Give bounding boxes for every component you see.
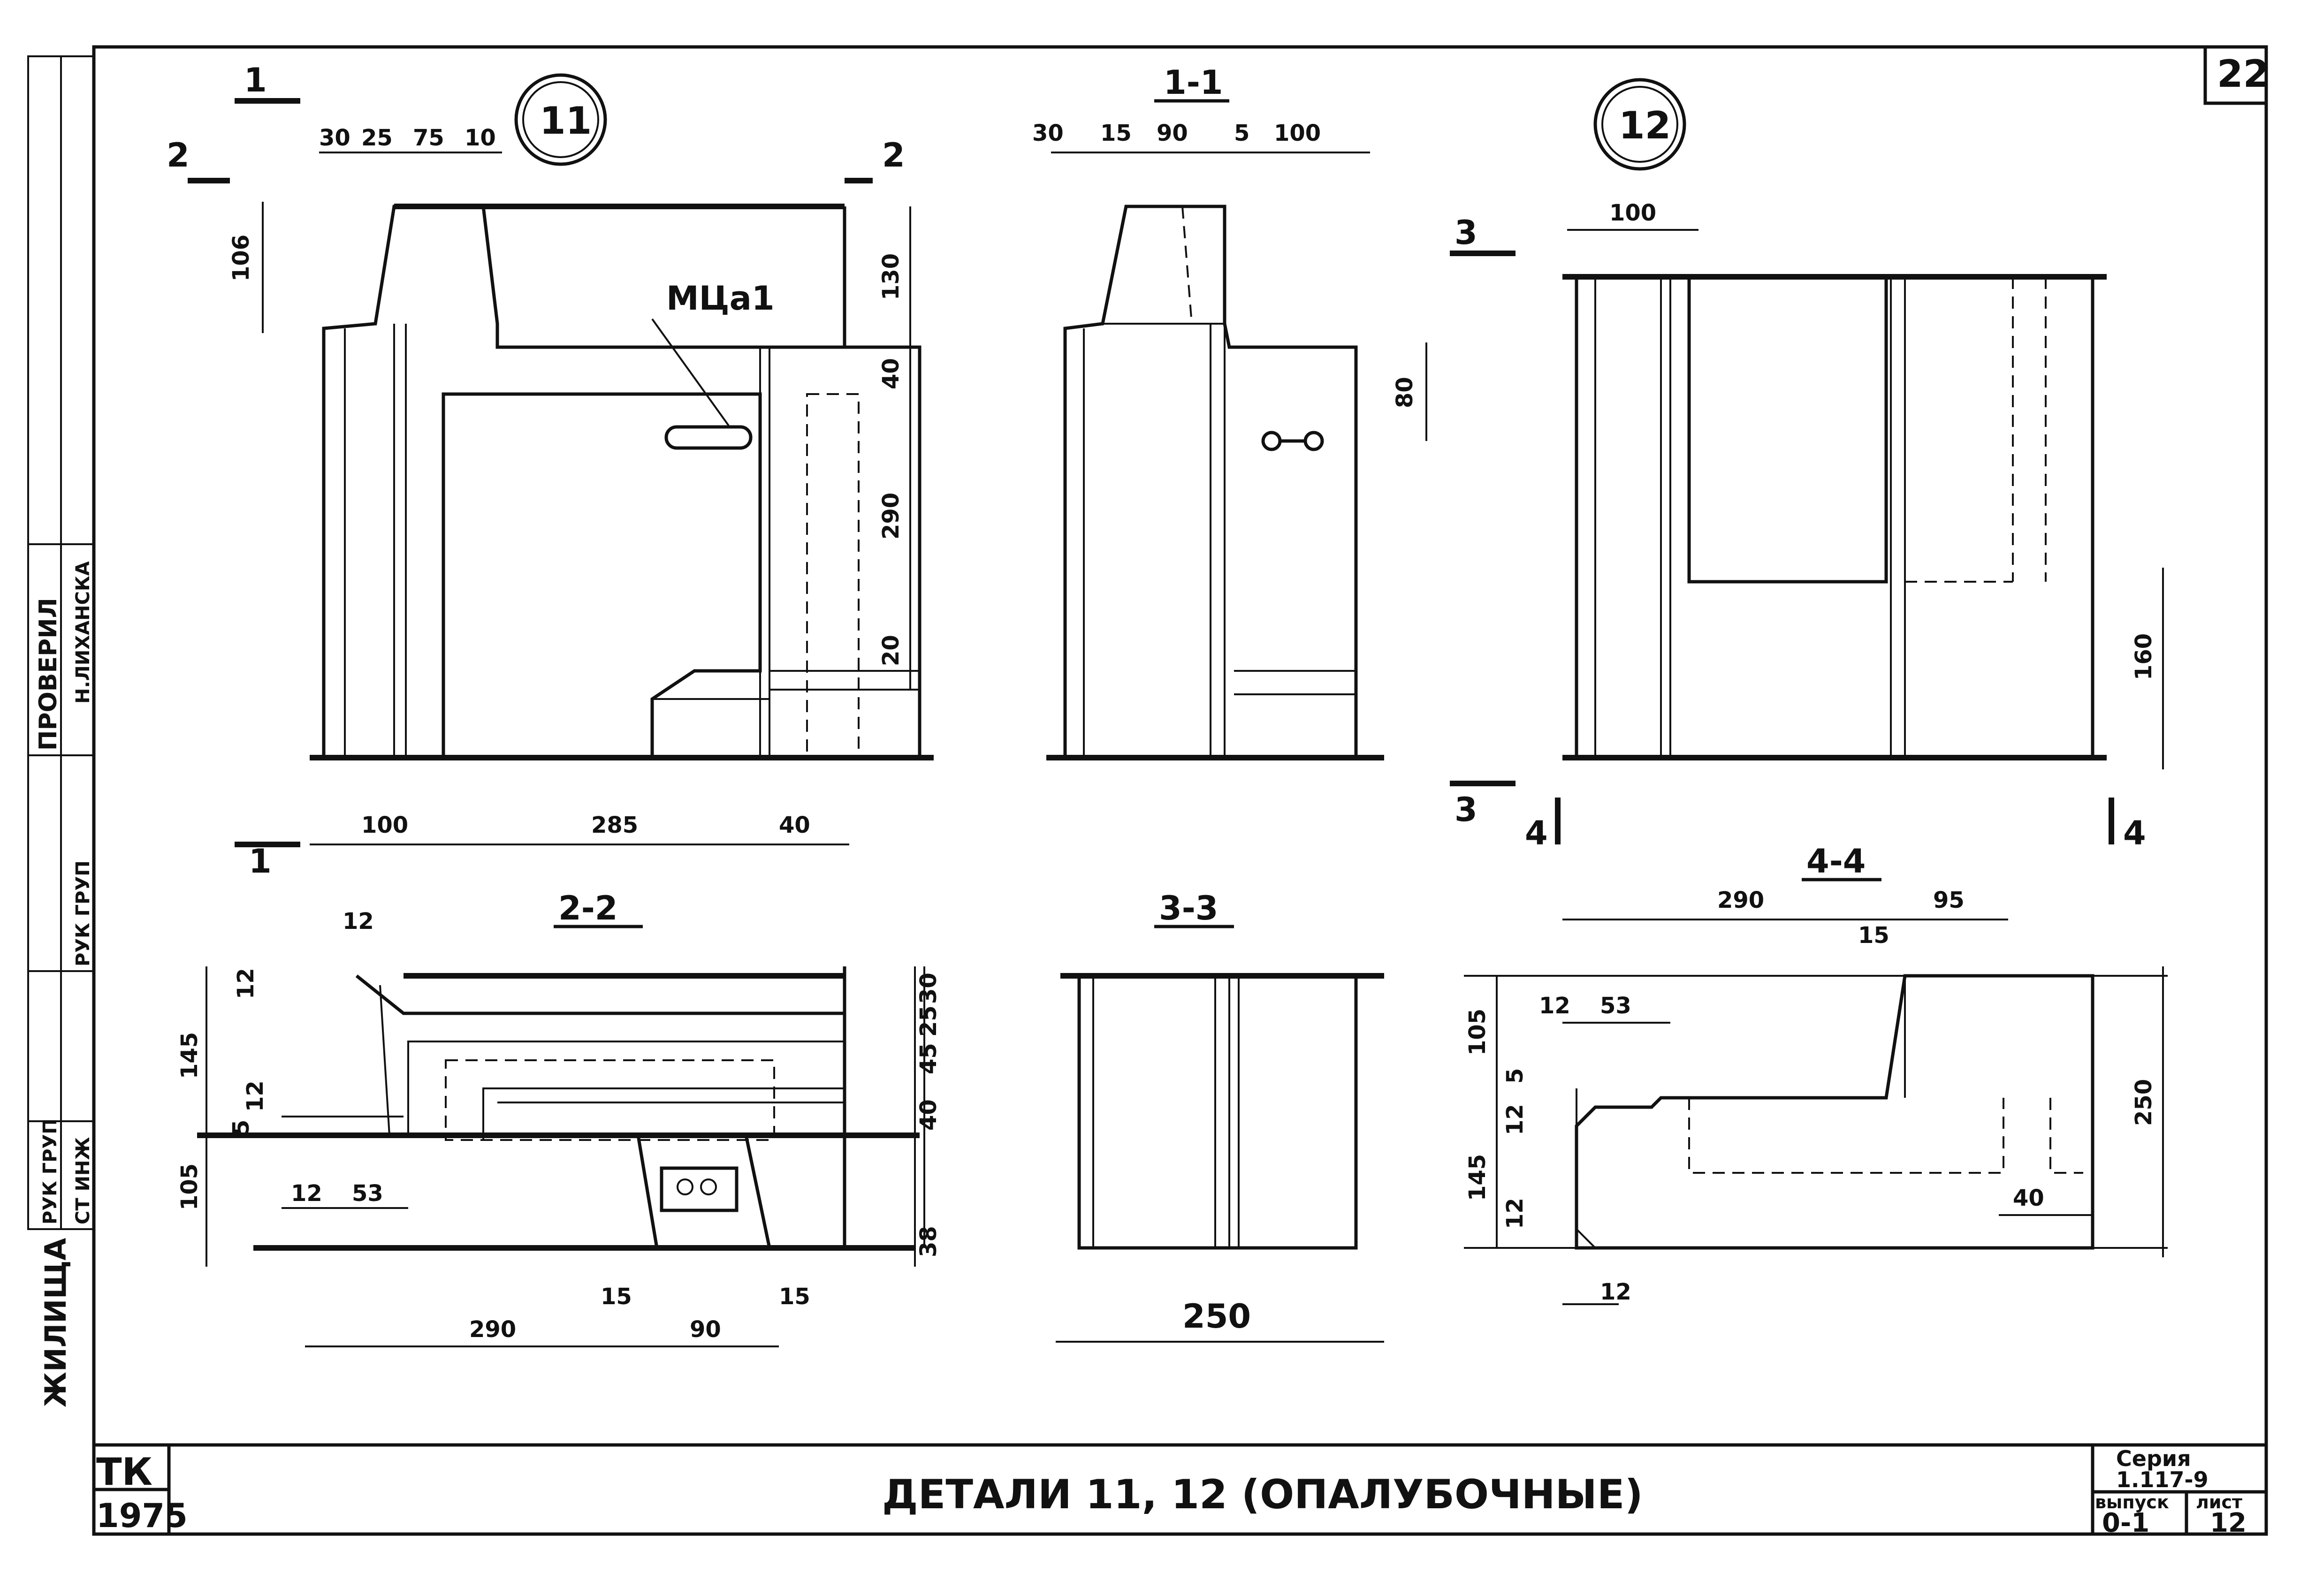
cut-mark-1-bottom: 1 (249, 842, 272, 881)
dim-s44-top-3: 15 (1858, 922, 1889, 949)
detail-11-number: 11 (540, 99, 592, 143)
cut-mark-3-bottom: 3 (1455, 790, 1477, 829)
stamp-checker: Н.ЛИХАНСКА (72, 561, 94, 704)
section-1-1-title: 1-1 (1164, 63, 1223, 102)
stamp-head-group: РУК ГРУП (39, 1118, 61, 1224)
dim-11-bottom-2: 285 (591, 812, 638, 838)
dim-s11-top-3: 90 (1157, 120, 1188, 146)
title-block: ТК 1975 ДЕТАЛИ 11, 12 (ОПАЛУБОЧНЫЕ) Сери… (96, 1446, 2247, 1538)
title-org: ТК (96, 1450, 152, 1494)
dim-s44-left-2: 5 (1502, 1068, 1528, 1084)
dim-s22-left-2: 105 (176, 1163, 203, 1210)
dim-s44-left-4: 145 (1464, 1154, 1491, 1201)
dim-11-right-4: 20 (878, 635, 904, 666)
dim-s44-left-5: 12 (1502, 1198, 1528, 1229)
dim-11-bottom-1: 100 (361, 812, 408, 838)
issue-value: 0-1 (2102, 1508, 2149, 1538)
series-value: 1.117-9 (2116, 1467, 2209, 1492)
sheet-number: 22 (2217, 52, 2269, 96)
dim-s44-right-1: 250 (2131, 1079, 2157, 1126)
dim-s22-right-4: 40 (915, 1099, 942, 1131)
dim-12-right: 160 (2131, 633, 2157, 680)
dim-s22-small-3: 5 (228, 1120, 254, 1135)
dim-s11-top-1: 30 (1032, 120, 1064, 146)
stamp-checked: ПРОВЕРИЛ (34, 598, 62, 751)
dim-s11-right: 80 (1392, 377, 1418, 408)
dim-s11-top-2: 15 (1100, 120, 1132, 146)
dim-s22-right-5: 38 (915, 1226, 942, 1257)
section-3-3: 3-3 250 (1056, 889, 1384, 1343)
section-1-1: 1-1 30 15 90 5 100 80 (1032, 63, 1427, 760)
cut-mark-1-top: 1 (244, 61, 267, 99)
title-year: 1975 (96, 1497, 188, 1535)
dim-11-top-4: 10 (465, 125, 496, 151)
embedded-part-label: МЦа1 (666, 279, 775, 318)
dim-s44-top-1: 290 (1717, 887, 1764, 913)
detail-11-elevation: 11 МЦа1 30 25 75 10 106 130 40 290 (167, 61, 934, 881)
dim-s22-small-1: 12 (343, 908, 374, 935)
dim-s22-small-4: 12 (242, 1080, 268, 1112)
dim-s33-bottom: 250 (1182, 1297, 1251, 1336)
dim-s22-right-2: 25 (915, 1005, 942, 1037)
dim-11-bottom-3: 40 (779, 812, 810, 838)
stamp-dept: ЖИЛИЩА (38, 1238, 73, 1407)
dim-11-left: 106 (228, 235, 254, 281)
detail-12-elevation: 12 100 160 3 3 4 4 (1450, 78, 2164, 852)
section-3-3-title: 3-3 (1159, 889, 1218, 927)
detail-12-number: 12 (1619, 104, 1671, 147)
dim-s22-left-1: 145 (176, 1032, 203, 1079)
dim-11-top-2: 25 (361, 125, 393, 151)
section-4-4: 4-4 290 95 15 12 53 105 5 12 145 12 250 … (1464, 842, 2168, 1305)
dim-s11-top-4: 5 (1234, 120, 1249, 146)
title-main: ДЕТАЛИ 11, 12 (ОПАЛУБОЧНЫЕ) (882, 1471, 1643, 1518)
dim-s11-top-5: 100 (1274, 120, 1321, 146)
dim-s22-small-2: 12 (233, 968, 259, 999)
stamp-eng: СТ ИНЖ (72, 1137, 94, 1224)
series-label: Серия (2116, 1446, 2191, 1471)
dim-11-right-2: 40 (878, 358, 904, 389)
dim-s22-bottom-1: 290 (469, 1316, 516, 1343)
side-stamp: ПРОВЕРИЛ Н.ЛИХАНСКА РУК ГРУП СТ ИНЖ РУК … (27, 55, 95, 1407)
sheet-frame (92, 45, 2268, 1536)
dim-s22-bottom-3: 90 (690, 1316, 721, 1343)
dim-s44-right-2: 40 (2013, 1185, 2044, 1211)
cut-mark-2-right: 2 (882, 136, 905, 175)
dim-s44-left-3: 12 (1502, 1104, 1528, 1135)
dim-11-right-3: 290 (878, 493, 904, 540)
dim-11-top-3: 75 (413, 125, 444, 151)
dim-s22-inner-1: 12 (291, 1180, 322, 1207)
cut-mark-4-right: 4 (2123, 814, 2146, 852)
section-2-2-title: 2-2 (558, 889, 617, 927)
cut-mark-3-top: 3 (1455, 213, 1477, 252)
dim-s22-bottom-4: 15 (779, 1284, 810, 1310)
dim-s22-right-3: 45 (915, 1043, 942, 1074)
dim-s44-bottom: 12 (1600, 1279, 1631, 1305)
section-2-2: 2-2 145 105 12 12 5 12 12 53 30 25 45 40… (176, 889, 942, 1347)
section-4-4-title: 4-4 (1806, 842, 1866, 881)
dim-s44-inner-1: 12 (1539, 993, 1570, 1019)
dim-s22-bottom-2: 15 (601, 1284, 632, 1310)
dim-11-right-1: 130 (878, 253, 904, 300)
sheet-label: лист (2196, 1492, 2242, 1512)
stamp-head: РУК ГРУП (72, 860, 94, 966)
dim-s22-right-1: 30 (915, 973, 942, 1004)
cut-mark-2-left: 2 (167, 136, 190, 175)
dim-s44-top-2: 95 (1933, 887, 1965, 913)
cut-mark-4-left: 4 (1525, 814, 1548, 852)
issue-label: выпуск (2095, 1492, 2169, 1512)
dim-11-top-1: 30 (319, 125, 350, 151)
dim-s44-left-1: 105 (1464, 1009, 1491, 1056)
dim-12-top: 100 (1609, 200, 1656, 226)
dim-s22-inner-2: 53 (352, 1180, 383, 1207)
dim-s44-inner-2: 53 (1600, 993, 1631, 1019)
sheet-value: 12 (2210, 1508, 2247, 1538)
